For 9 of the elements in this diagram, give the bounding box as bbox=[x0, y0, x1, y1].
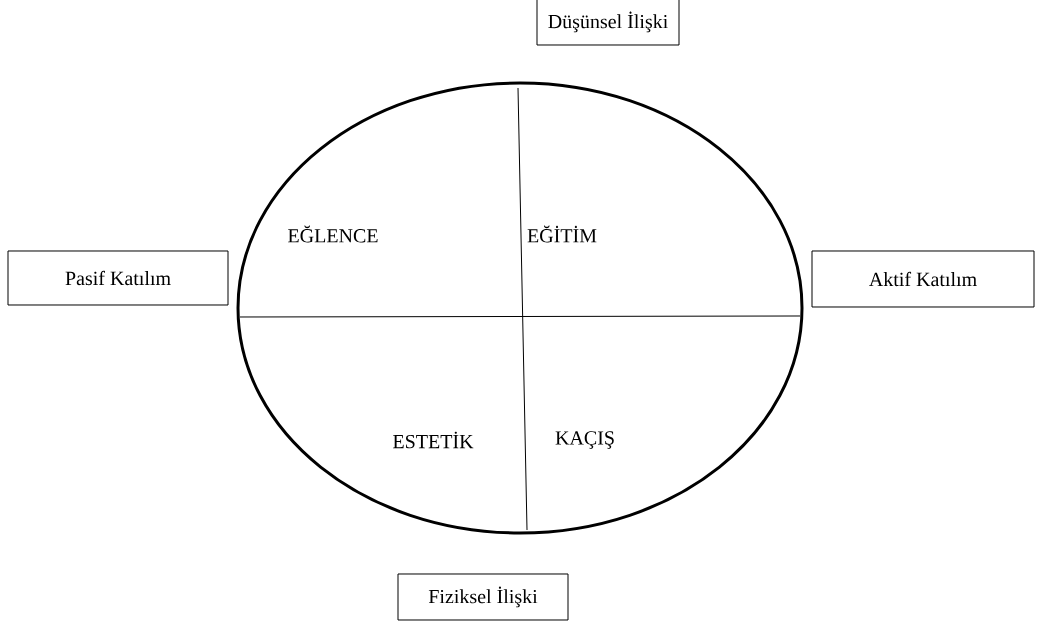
label-box: Pasif Katılım bbox=[7, 250, 229, 306]
label-box: Fiziksel İlişki bbox=[397, 573, 569, 621]
quadrant-label: EĞLENCE bbox=[288, 225, 378, 243]
ellipse bbox=[236, 81, 804, 535]
quadrant-label: KAÇIŞ bbox=[555, 431, 614, 449]
label-box: Düşünsel İlişki bbox=[536, 0, 680, 46]
quadrant-label: ESTETİK bbox=[393, 431, 474, 449]
label-box: Aktif Katılım bbox=[811, 250, 1035, 308]
quadrant-label: EĞİTİM bbox=[527, 225, 597, 243]
